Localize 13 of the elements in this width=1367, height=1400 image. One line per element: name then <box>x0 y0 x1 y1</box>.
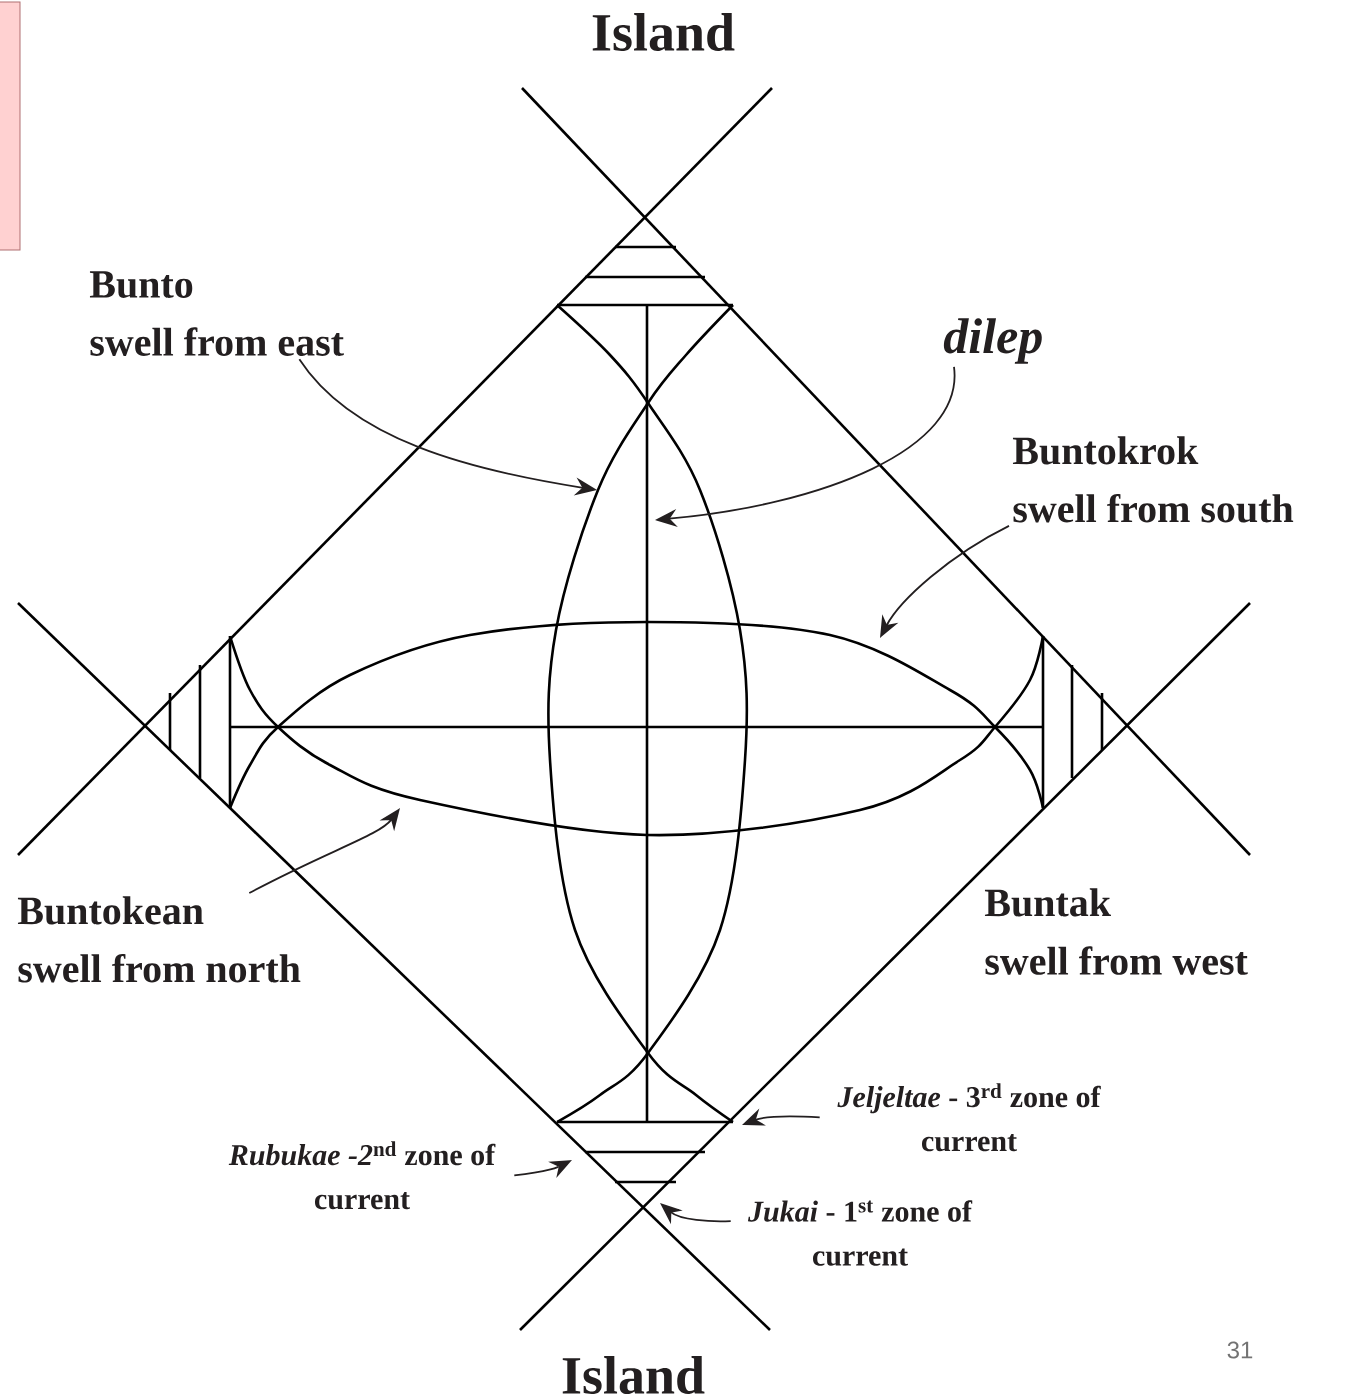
label-text: Buntak <box>984 888 1111 917</box>
page-number: 31 <box>1227 1341 1253 1359</box>
label-text: Jukai - 1$^{st}$ zone of current <box>747 1200 973 1266</box>
label-text: swell from west <box>985 946 1248 975</box>
label-text: Buntokrok swell from south <box>1012 436 1294 523</box>
island-label: Island <box>562 1356 705 1394</box>
label-text: Bunto swell from east <box>89 271 344 356</box>
label-text: Rubukae -2$^{nd}$ zone of current <box>228 1141 496 1210</box>
label-text: dilep <box>943 318 1042 364</box>
label-text: Jeljeltae - 3$^{rd}$ zone of current <box>837 1083 1101 1152</box>
label-text: Buntokean swell from north <box>17 896 301 983</box>
leader-line <box>660 1203 732 1225</box>
island-label: Island <box>592 13 735 51</box>
